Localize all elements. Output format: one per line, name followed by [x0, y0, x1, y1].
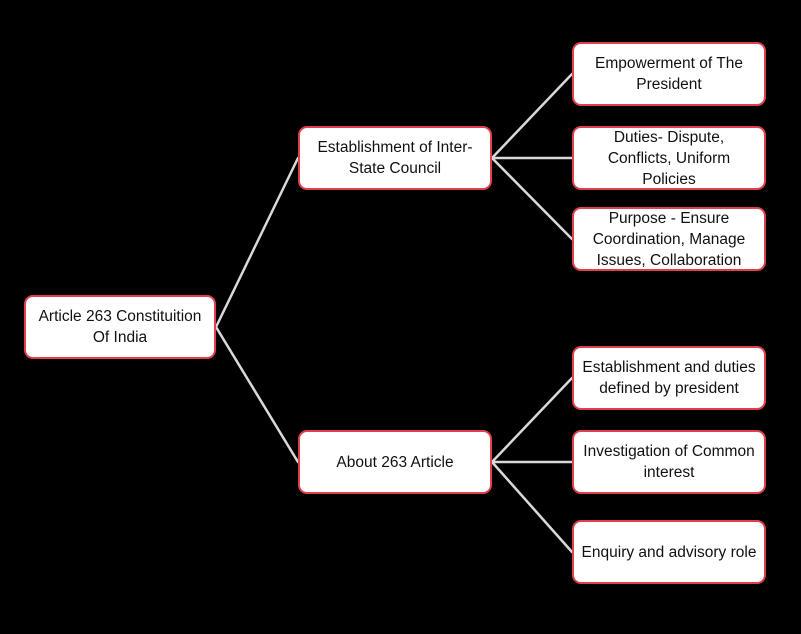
connector-branch-0-child-2: [490, 156, 574, 241]
leaf-node-label: Enquiry and advisory role: [581, 543, 757, 561]
leaf-node-duties: Duties- Dispute, Conflicts, Uniform Poli…: [572, 126, 766, 190]
leaf-node-empowerment: Empowerment of The President: [572, 42, 766, 106]
root-node-label: Article 263 Constituition Of India: [38, 308, 202, 346]
connector-root-branch-0: [214, 156, 300, 329]
connector-branch-1-child-2: [490, 460, 574, 554]
branch-node-label: About 263 Article: [336, 453, 454, 471]
leaf-node-establishment-duties: Establishment and duties defined by pres…: [572, 346, 766, 410]
branch-node-inter-state-council: Establishment of Inter-State Council: [298, 126, 492, 190]
connector-branch-1-child-0: [490, 376, 574, 464]
branch-node-about-263: About 263 Article: [298, 430, 492, 494]
leaf-node-purpose: Purpose - Ensure Coordination, Manage Is…: [572, 207, 766, 271]
branch-node-label: Establishment of Inter-State Council: [317, 139, 473, 177]
connector-root-branch-1: [214, 325, 300, 464]
leaf-node-label: Purpose - Ensure Coordination, Manage Is…: [592, 209, 746, 269]
leaf-node-label: Duties- Dispute, Conflicts, Uniform Poli…: [607, 128, 731, 188]
leaf-node-enquiry: Enquiry and advisory role: [572, 520, 766, 584]
leaf-node-label: Investigation of Common interest: [583, 443, 755, 481]
root-node: Article 263 Constituition Of India: [24, 295, 216, 359]
leaf-node-label: Establishment and duties defined by pres…: [582, 359, 756, 397]
leaf-node-label: Empowerment of The President: [595, 55, 743, 93]
leaf-node-investigation: Investigation of Common interest: [572, 430, 766, 494]
connector-branch-0-child-0: [490, 72, 574, 160]
